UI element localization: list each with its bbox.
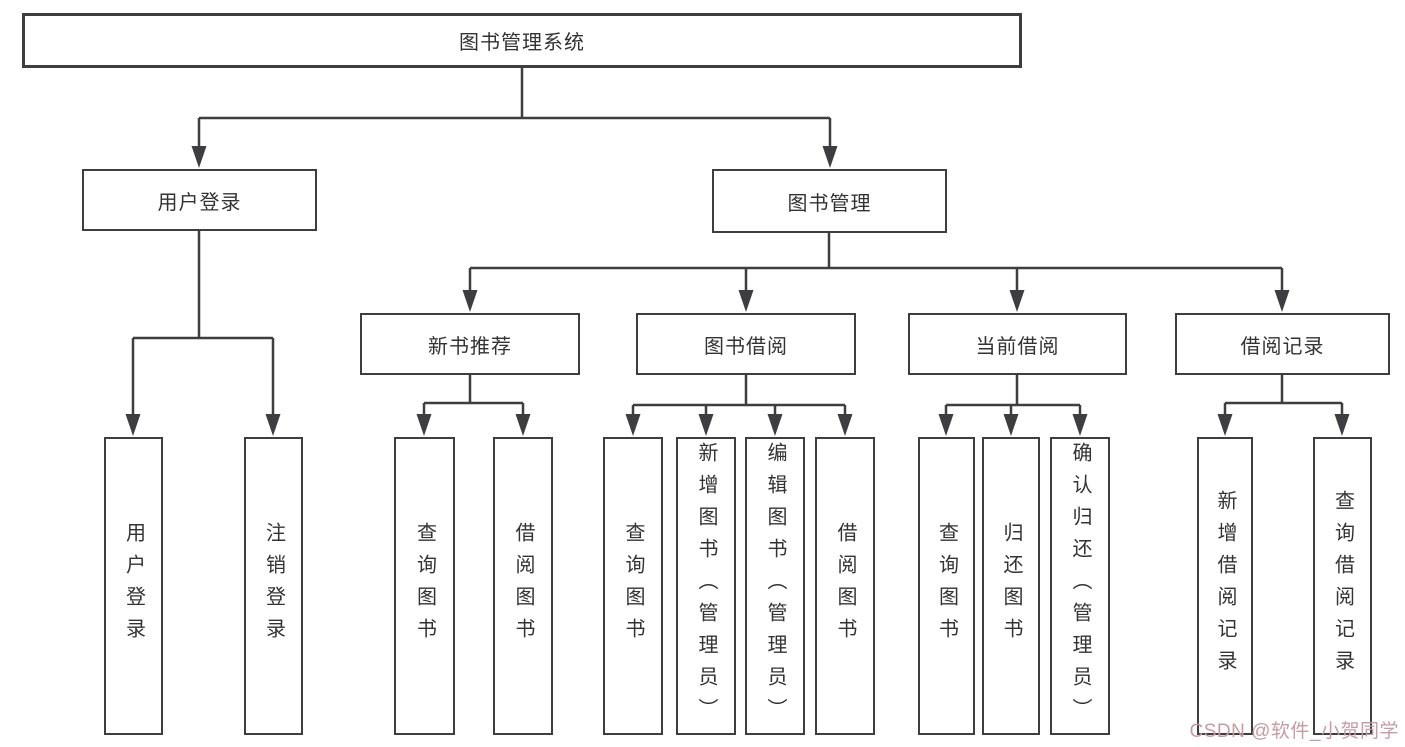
connector-book-mgmt-children xyxy=(462,233,1290,312)
leaf-borrow-edit-admin: 编辑图书（管理员） xyxy=(745,437,805,735)
leaf-current-confirm-return-admin: 确认归还（管理员） xyxy=(1050,437,1110,735)
leaf-borrow-query: 查询图书 xyxy=(603,437,663,735)
leaf-borrow-add-admin: 新增图书（管理员） xyxy=(676,437,736,735)
node-new-book-recommend: 新书推荐 xyxy=(360,313,580,375)
connector-user-login-children xyxy=(125,231,281,436)
csdn-watermark: CSDN @软件_小贺同学 xyxy=(1189,721,1399,742)
node-current-borrow: 当前借阅 xyxy=(908,313,1127,375)
leaf-newbook-borrow: 借阅图书 xyxy=(493,437,553,735)
connector-borrow-records-children xyxy=(1217,375,1350,436)
node-book-borrow: 图书借阅 xyxy=(636,313,856,375)
leaf-logout: 注销登录 xyxy=(244,437,303,735)
connector-book-borrow-children xyxy=(625,375,853,436)
node-root-system: 图书管理系统 xyxy=(22,13,1022,68)
leaf-user-login: 用户登录 xyxy=(104,437,163,735)
leaf-current-query: 查询图书 xyxy=(918,437,975,735)
node-borrow-records: 借阅记录 xyxy=(1175,313,1390,375)
node-book-mgmt: 图书管理 xyxy=(712,169,947,233)
leaf-records-query: 查询借阅记录 xyxy=(1313,437,1372,735)
connector-current-borrow-children xyxy=(938,375,1088,436)
leaf-borrow-book: 借阅图书 xyxy=(815,437,875,735)
leaf-current-return: 归还图书 xyxy=(982,437,1040,735)
leaf-newbook-query: 查询图书 xyxy=(394,437,455,735)
connector-new-book-children xyxy=(416,375,531,436)
leaf-records-add: 新增借阅记录 xyxy=(1197,437,1253,735)
connector-root-to-level1 xyxy=(191,68,838,168)
node-user-login: 用户登录 xyxy=(82,169,317,231)
